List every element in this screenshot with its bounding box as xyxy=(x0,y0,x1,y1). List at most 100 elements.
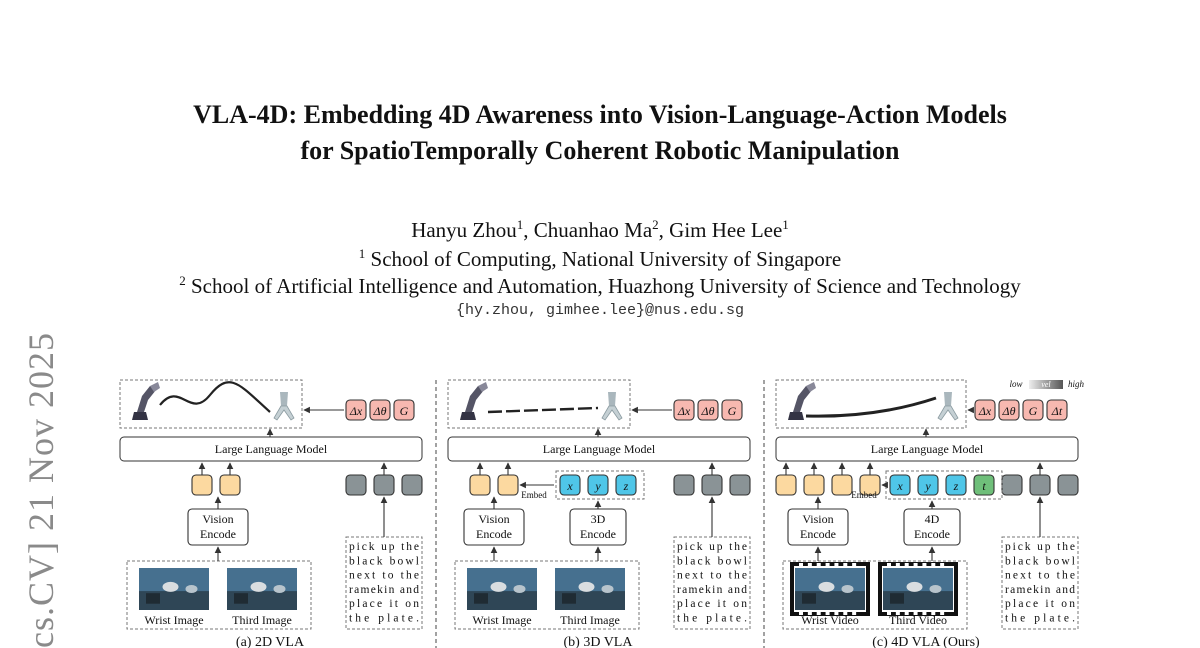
token: y xyxy=(917,474,939,496)
token: Δx xyxy=(345,399,367,421)
token-box xyxy=(219,474,241,496)
token xyxy=(831,474,853,496)
affiliation-text: School of Artificial Intelligence and Au… xyxy=(190,274,1021,298)
robot-link xyxy=(465,386,484,412)
paper-title-line-2: for SpatioTemporally Coherent Robotic Ma… xyxy=(300,136,900,165)
trajectory-frame xyxy=(119,379,303,429)
trajectory-path xyxy=(159,381,271,413)
scene-object xyxy=(146,593,160,604)
gripper-wrist xyxy=(608,392,616,406)
scene-object xyxy=(802,593,816,604)
author-list: Hanyu Zhou1, Chuanhao Ma2, Gim Hee Lee1 xyxy=(411,217,789,242)
token-label: G xyxy=(728,404,737,418)
film-hole xyxy=(913,612,918,615)
llm-label: Large Language Model xyxy=(543,442,656,456)
film-frame xyxy=(790,562,870,616)
token-box xyxy=(1046,399,1068,421)
token: Δt xyxy=(1046,399,1068,421)
llm-box xyxy=(775,436,1079,462)
scene-object xyxy=(234,593,248,604)
instruction-line: place it on xyxy=(349,598,419,610)
author-name: Chuanhao Ma xyxy=(533,218,653,242)
token-box xyxy=(701,474,723,496)
velocity-colorbar xyxy=(1029,380,1063,389)
token-label: z xyxy=(953,479,959,493)
coord-token-group xyxy=(555,470,645,500)
token xyxy=(373,474,395,496)
film-hole xyxy=(931,612,936,615)
token xyxy=(191,474,213,496)
affiliation-number: 2 xyxy=(179,273,186,288)
film-hole xyxy=(825,563,830,566)
encoder-label-line: Encode xyxy=(580,527,616,541)
token-box xyxy=(587,474,609,496)
film-hole xyxy=(940,612,945,615)
panel-caption: (b) 3D VLA xyxy=(564,635,634,648)
affiliation-number: 1 xyxy=(358,246,366,261)
token-box xyxy=(945,474,967,496)
scene-thumbnail xyxy=(467,568,537,610)
robot-base xyxy=(460,412,476,420)
input-image-caption: Third Image xyxy=(560,613,620,627)
token-box xyxy=(497,474,519,496)
author-name: Gim Hee Lee xyxy=(669,218,783,242)
token xyxy=(775,474,797,496)
scene-bowl xyxy=(250,581,267,592)
llm-box xyxy=(447,436,751,462)
film-hole xyxy=(816,563,821,566)
token: Δθ xyxy=(998,399,1020,421)
token: Δθ xyxy=(369,399,391,421)
film-hole xyxy=(887,612,891,615)
film-hole xyxy=(825,612,830,615)
encoder-label-line: Vision xyxy=(202,512,233,526)
token-box xyxy=(998,399,1020,421)
film-hole xyxy=(922,563,927,566)
instruction-line: black bowl xyxy=(1005,555,1075,567)
legend-high-label: high xyxy=(1068,379,1085,389)
instruction-line: ramekin and xyxy=(677,584,747,596)
llm-box xyxy=(119,436,423,462)
scene-bowl xyxy=(906,581,923,592)
token xyxy=(803,474,825,496)
token-label: Δθ xyxy=(1002,404,1016,418)
token xyxy=(701,474,723,496)
instruction-line: pick up the xyxy=(677,541,747,553)
scene-ramekin xyxy=(185,585,198,593)
token-box xyxy=(469,474,491,496)
film-hole xyxy=(834,563,839,566)
token-label: y xyxy=(924,479,931,493)
token-box xyxy=(393,399,415,421)
trajectory-path xyxy=(487,406,599,414)
token-box xyxy=(973,474,995,496)
author-affiliation-mark: 1 xyxy=(516,217,524,232)
token-label: Δt xyxy=(1051,404,1063,418)
scene-ramekin xyxy=(929,585,942,593)
film-hole xyxy=(843,612,848,615)
token-label: Δx xyxy=(349,404,363,418)
scene-ramekin xyxy=(513,585,526,593)
film-hole xyxy=(799,563,803,566)
token: G xyxy=(721,399,743,421)
instruction-line: ramekin and xyxy=(349,584,419,596)
instruction-line: ramekin and xyxy=(1005,584,1075,596)
scene-ramekin xyxy=(273,585,286,593)
paper-title-line-1: VLA-4D: Embedding 4D Awareness into Visi… xyxy=(193,100,1007,129)
robot-gripper xyxy=(806,382,816,392)
film-hole xyxy=(904,563,909,566)
gripper-wrist xyxy=(944,392,952,406)
robot-gripper xyxy=(150,382,160,392)
scene-thumbnail xyxy=(790,562,870,616)
token: Δθ xyxy=(697,399,719,421)
token-label: Δθ xyxy=(701,404,715,418)
film-frame xyxy=(878,562,958,616)
input-images-frame xyxy=(126,560,312,630)
encoder-label-line: Vision xyxy=(802,512,833,526)
contact-email[interactable]: {hy.zhou, gimhee.lee}@nus.edu.sg xyxy=(455,302,745,319)
gripper-icon xyxy=(937,392,959,421)
instruction-line: next to the xyxy=(677,570,747,582)
token-box xyxy=(1001,474,1023,496)
trajectory-frame xyxy=(447,379,631,429)
